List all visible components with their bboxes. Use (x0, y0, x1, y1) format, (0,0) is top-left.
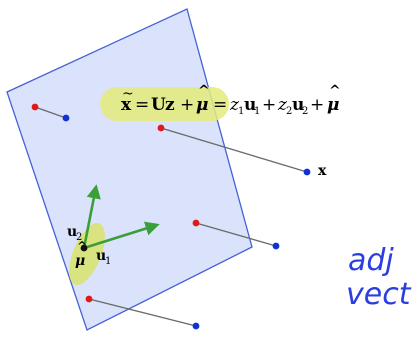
equation-plus-3: + (310, 95, 324, 115)
label-mu-hat: ^ μ (75, 238, 92, 269)
projection-segment (160, 127, 308, 173)
equation-u1-sub: 1 (254, 106, 260, 117)
projection-plane (6, 8, 253, 331)
equation-x-tilde: ~ (122, 86, 134, 102)
projected-point (31, 103, 39, 111)
data-point (303, 168, 311, 176)
data-point (272, 242, 280, 250)
handwritten-note-line1: adj (348, 243, 394, 278)
projected-point (192, 219, 200, 227)
equation: ~ x = U z + ^ μ = z 1 u 1 + z 2 u 2 + ^ … (121, 80, 346, 119)
equation-mu-end: μ (327, 95, 339, 115)
equation-plus: + (180, 95, 194, 115)
data-point (62, 114, 70, 122)
equation-highlight (100, 87, 229, 121)
equation-u1: u (244, 95, 256, 115)
mean-highlight (69, 222, 105, 286)
equation-equals: = (135, 95, 149, 115)
projected-point (157, 124, 165, 132)
label-u2: u 2 (67, 224, 82, 243)
projection-segment (34, 106, 67, 119)
handwritten-note-line2: vect (346, 277, 412, 312)
equation-equals-2: = (213, 95, 227, 115)
mean-point (80, 244, 88, 252)
equation-x: x (121, 95, 132, 115)
equation-mu-hat: ^ (198, 83, 210, 99)
projection-segment (88, 298, 197, 327)
basis-vector-u1-arrow (83, 221, 160, 250)
equation-u2: u (292, 95, 304, 115)
equation-z2: z (277, 95, 288, 115)
equation-U: U (151, 95, 166, 115)
data-point (192, 322, 200, 330)
equation-u2-sub: 2 (302, 106, 308, 117)
basis-vector-u2-arrow (82, 184, 101, 249)
equation-plus-2: + (262, 95, 276, 115)
equation-z1: z (229, 95, 240, 115)
equation-z2-sub: 2 (286, 106, 292, 117)
equation-mu-end-hat: ^ (329, 83, 341, 99)
equation-z1-sub: 1 (238, 106, 244, 117)
label-u1: u 1 (96, 248, 111, 267)
label-x: x (318, 163, 327, 179)
projection-segment (195, 222, 277, 247)
equation-z: z (165, 95, 175, 115)
equation-mu: μ (196, 95, 208, 115)
projected-point (85, 295, 93, 303)
